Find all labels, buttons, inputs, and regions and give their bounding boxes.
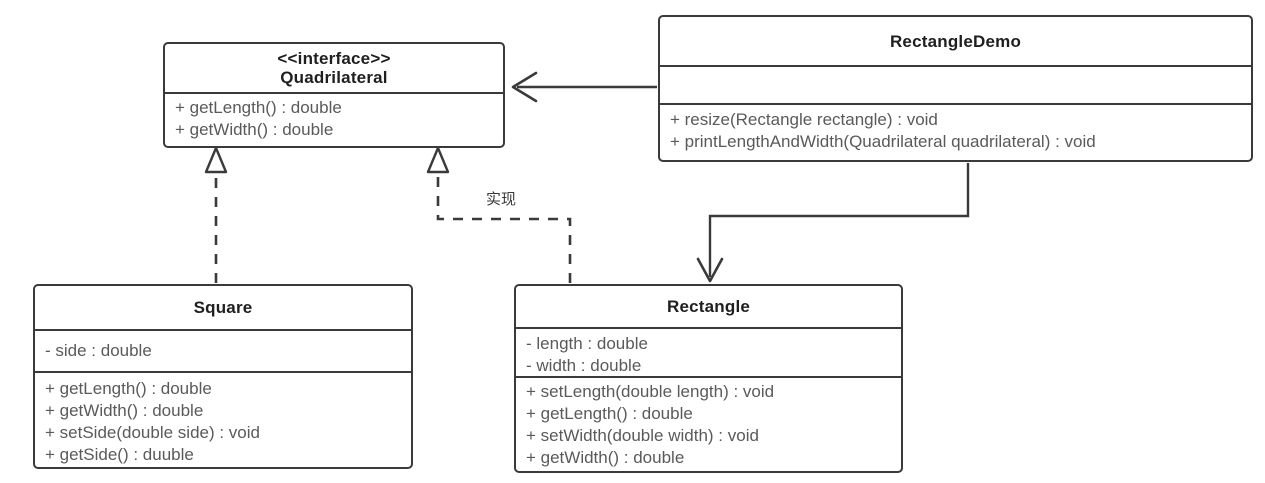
class-box-rectangle[interactable]: Rectangle - length : double - width : do…: [514, 284, 903, 473]
class-title-rectangle: Rectangle: [516, 286, 901, 327]
operation-row: + setLength(double length) : void: [526, 382, 775, 401]
operation-row: + getSide() : duuble: [45, 445, 194, 465]
edge-rectangle-to-quadrilateral: [426, 146, 572, 283]
operation-row: + getWidth() : double: [526, 448, 685, 468]
attribute-row: - width : double: [526, 356, 642, 376]
hollow-triangle-arrowhead-icon: [204, 146, 228, 174]
operation-row: + setSide(double side) : void: [45, 423, 260, 443]
attribute-row: - length : double: [526, 334, 648, 353]
class-name: RectangleDemo: [889, 31, 1022, 51]
operation-row: + resize(Rectangle rectangle) : void: [670, 109, 938, 129]
class-box-square[interactable]: Square - side : double + getLength() : d…: [33, 284, 413, 469]
class-box-quadrilateral[interactable]: <<interface>> Quadrilateral + getLength(…: [163, 42, 505, 148]
class-name: Square: [193, 297, 253, 317]
operation-row: + setWidth(double width) : void: [526, 426, 759, 446]
operations-compartment-square: + getLength() : double + getWidth() : do…: [35, 371, 411, 467]
operation-row: + getLength() : double: [526, 404, 693, 424]
class-name: Rectangle: [666, 296, 751, 316]
attributes-compartment-rectangledemo: [660, 65, 1251, 103]
operations-compartment-rectangledemo: + resize(Rectangle rectangle) : void + p…: [660, 102, 1251, 160]
class-title-square: Square: [35, 286, 411, 329]
class-title-rectangledemo: RectangleDemo: [660, 17, 1251, 65]
operation-row: + getWidth() : double: [45, 401, 204, 421]
attribute-row: - side : double: [45, 340, 152, 360]
attributes-compartment-square: - side : double: [35, 328, 411, 371]
edge-square-to-quadrilateral: [204, 146, 228, 283]
hollow-triangle-arrowhead-icon: [426, 146, 450, 174]
edge-rectangledemo-to-quadrilateral: [511, 71, 657, 103]
class-box-rectangledemo[interactable]: RectangleDemo + resize(Rectangle rectang…: [658, 15, 1253, 162]
class-title-quadrilateral: <<interface>> Quadrilateral: [165, 44, 503, 92]
open-arrowhead-icon: [696, 257, 724, 283]
attributes-compartment-rectangle: - length : double - width : double: [516, 327, 901, 376]
edge-label-implements: 实现: [483, 188, 520, 209]
operations-compartment-quadrilateral: + getLength() : double + getWidth() : do…: [165, 92, 503, 146]
open-arrowhead-icon: [511, 71, 538, 103]
class-name: Quadrilateral: [280, 68, 388, 88]
operation-row: + getLength() : double: [175, 98, 342, 118]
operation-row: + getWidth() : double: [175, 120, 334, 140]
operation-row: + printLengthAndWidth(Quadrilateral quad…: [670, 131, 1096, 151]
operations-compartment-rectangle: + setLength(double length) : void + getL…: [516, 376, 901, 471]
edge-rectangledemo-to-rectangle: [696, 163, 970, 283]
operation-row: + getLength() : double: [45, 379, 212, 398]
class-stereotype: <<interface>>: [277, 49, 391, 68]
